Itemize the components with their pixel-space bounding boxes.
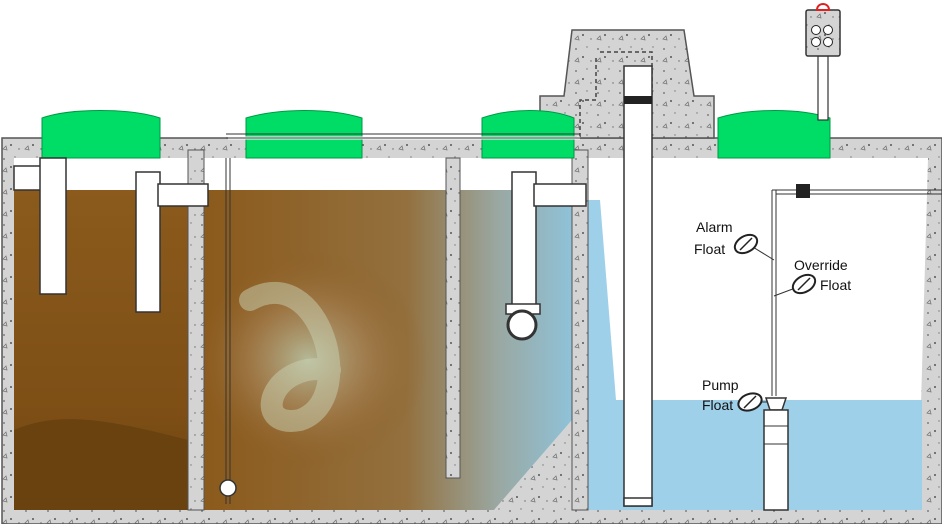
- secondary-chamber: [200, 157, 572, 510]
- alarm-float-label-line2: Float: [694, 241, 725, 257]
- outlet-elbow: [506, 309, 538, 341]
- control-panel-icon: [805, 9, 841, 121]
- override-float-icon: [791, 273, 817, 295]
- dividing-walls: [187, 149, 589, 511]
- pump-float-icon: [737, 392, 763, 412]
- submersible-pump-icon: [763, 397, 789, 511]
- lid-1: [41, 110, 161, 159]
- vent-tube: [219, 133, 580, 504]
- override-float-label-line1: Override: [794, 257, 848, 273]
- pump-float-label-line2: Float: [702, 397, 733, 413]
- alarm-float-label-line1: Alarm: [696, 219, 733, 235]
- override-float-label-line2: Float: [820, 277, 851, 293]
- discharge-riser-pipe: [623, 65, 653, 507]
- alarm-float-icon: [733, 233, 759, 255]
- lid-4: [717, 110, 831, 159]
- alarm-light-icon: [815, 3, 831, 11]
- pump-float-label-line1: Pump: [702, 377, 739, 393]
- inlet-pipes: [13, 157, 587, 315]
